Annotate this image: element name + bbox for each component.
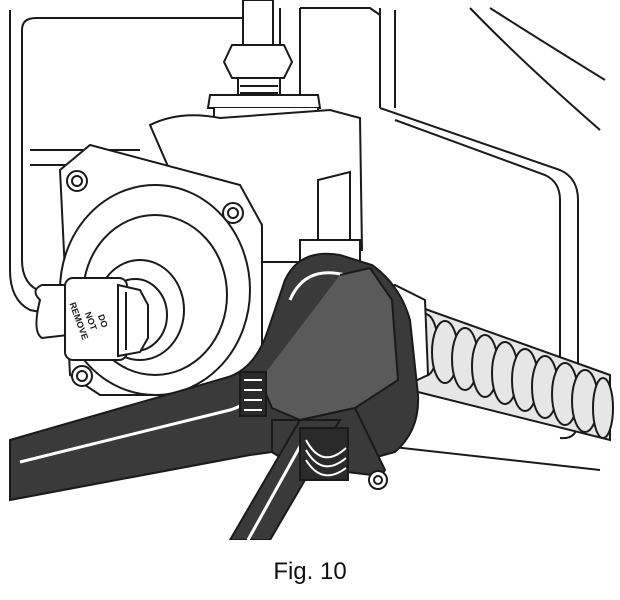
label-line-1: DO <box>96 313 110 329</box>
technical-illustration: DO NOT REMOVE <box>9 0 614 540</box>
adjustable-wrench <box>9 252 420 540</box>
valve-cap <box>34 277 149 361</box>
figure-caption: Fig. 10 <box>273 558 347 585</box>
